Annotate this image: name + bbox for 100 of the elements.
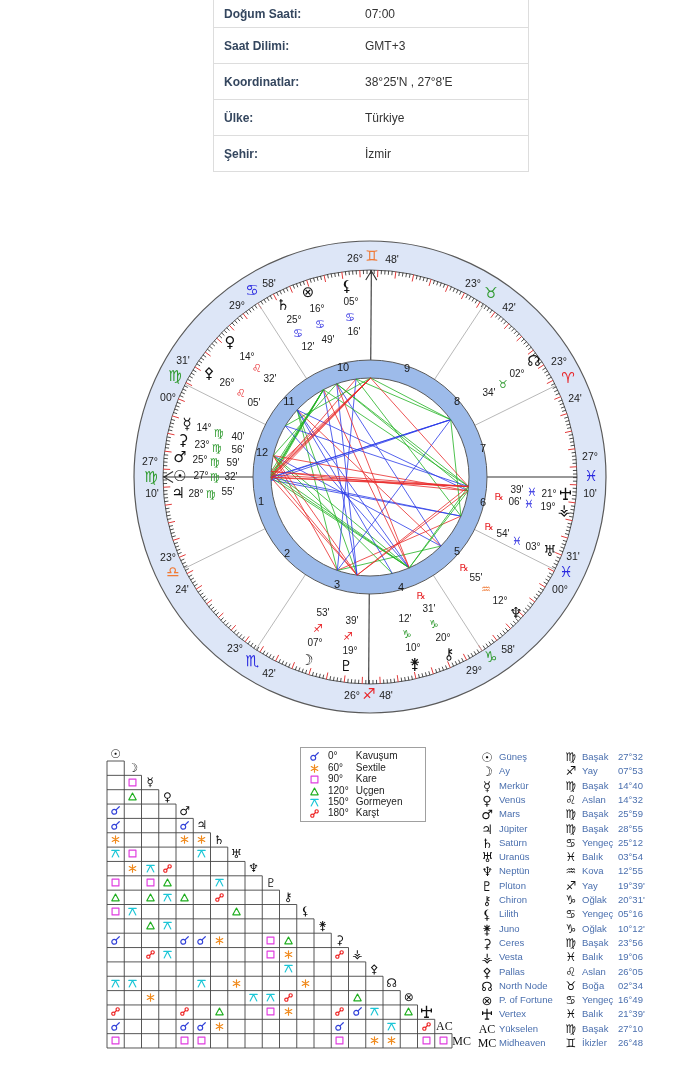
planet-symbol: ♆ [248, 862, 259, 875]
cusp-minutes: 24' [175, 583, 189, 595]
planet-symbol: ♀ [224, 334, 236, 350]
planet-symbol: ⚵ [318, 919, 327, 932]
planet-name: Plüton [499, 880, 526, 891]
planet-symbol: ⚴ [370, 962, 379, 975]
planet-symbol: ⚸ [482, 907, 492, 921]
planet-symbol: ♀ [482, 793, 492, 807]
position-value: 26°48 [618, 1038, 643, 1048]
planet-symbol: ⊗ [301, 284, 315, 300]
planet-symbol: ⚶ [557, 502, 571, 518]
planet-degree: 26° [219, 378, 235, 388]
planet-symbol: ♂ [179, 804, 190, 817]
planet-degree: 03° [525, 542, 541, 552]
zodiac-symbol: ♌ [236, 387, 246, 399]
house-number: 9 [403, 362, 411, 374]
planet-name: Ceres [499, 938, 525, 948]
planet-minutes: 55' [221, 487, 235, 497]
cusp-minutes: 42' [262, 667, 276, 679]
planet-symbol: ☽ [300, 652, 314, 668]
position-value: 27°10 [618, 1023, 643, 1034]
zodiac-symbol: ♓ [512, 535, 522, 547]
planet-symbol: ☿ [182, 416, 192, 432]
sign-name: Başak [582, 809, 609, 819]
zodiac-symbol: ♓ [565, 851, 577, 864]
cusp-degree: 23° [227, 642, 243, 654]
planet-symbol: ♀ [163, 790, 172, 803]
zodiac-symbol: ♍ [144, 469, 158, 485]
position-value: 07°53 [618, 766, 643, 777]
planet-symbol: ♃ [481, 822, 493, 835]
zodiac-symbol: ♐ [362, 686, 376, 702]
planet-degree: 12° [492, 596, 508, 606]
planet-degree: 19° [540, 502, 556, 512]
zodiac-symbol: ♓ [527, 486, 537, 498]
planet-symbol: ⚳ [482, 936, 492, 950]
planet-symbol: ♅ [231, 847, 242, 860]
planet-name: Vesta [499, 952, 523, 962]
zodiac-symbol: ♋ [565, 908, 577, 921]
field-value: 38°25'N , 27°8'E [365, 76, 453, 88]
sign-name: Oğlak [582, 895, 607, 905]
planet-name: Ay [499, 766, 510, 777]
planet-minutes: 32' [263, 374, 277, 384]
field-label: Şehir: [224, 148, 258, 160]
sign-name: Balık [582, 852, 604, 862]
legend-text: 0° Kavuşum [328, 751, 398, 761]
zodiac-symbol: ♋ [293, 327, 303, 339]
sign-name: Oğlak [582, 923, 607, 934]
sign-name: Balık [582, 1009, 604, 1020]
planet-symbol: ♃ [196, 819, 208, 832]
house-number: 10 [336, 361, 350, 373]
cusp-minutes: 48' [385, 253, 399, 265]
sign-name: Başak [582, 938, 609, 948]
position-value: 14°32 [618, 795, 643, 805]
angle-abbreviation: AC [478, 1022, 496, 1035]
retrograde-mark: ℞ [484, 522, 494, 532]
sign-name: Başak [582, 752, 609, 762]
zodiac-symbol: ♊ [365, 248, 379, 264]
house-number: 6 [479, 496, 487, 508]
zodiac-symbol: ♍ [565, 936, 577, 949]
cusp-degree: 23° [551, 355, 567, 367]
planet-symbol: ⊗ [403, 991, 414, 1004]
zodiac-symbol: ♍ [206, 488, 216, 500]
planet-minutes: 16' [347, 327, 361, 337]
zodiac-symbol: ♍ [565, 808, 577, 821]
planet-symbol: ♇ [339, 658, 353, 674]
cusp-minutes: 24' [568, 392, 582, 404]
planet-degree: 20° [435, 633, 451, 643]
sign-name: Başak [582, 780, 609, 791]
planet-symbol: ☊ [386, 977, 397, 990]
planet-symbol: ♃ [171, 485, 185, 501]
planet-name: Yükselen [499, 1023, 539, 1034]
cusp-minutes: 31' [176, 354, 190, 366]
planet-name: Uranüs [499, 852, 530, 862]
planet-symbol: ⊗ [481, 993, 493, 1007]
planet-name: Venüs [499, 795, 526, 805]
planet-symbol: ⚴ [203, 365, 215, 381]
field-value: Türkiye [365, 112, 405, 124]
retrograde-mark: ℞ [459, 563, 469, 573]
planet-name: Merkür [499, 780, 529, 791]
field-value: GMT+3 [365, 40, 406, 52]
zodiac-symbol: ♉ [484, 285, 498, 301]
planet-symbol: ♂ [481, 807, 493, 821]
planet-symbol: ☉ [173, 468, 187, 484]
planet-name: P. of Fortune [499, 995, 553, 1005]
planet-symbol: ⚴ [482, 965, 492, 978]
legend-text: 180° Karşt [328, 808, 380, 818]
planet-minutes: 32' [224, 472, 238, 482]
zodiac-symbol: ♊ [565, 1037, 577, 1049]
cusp-degree: 23° [465, 277, 481, 289]
zodiac-symbol: ♑ [565, 894, 577, 906]
zodiac-symbol: ♏ [245, 653, 259, 669]
zodiac-symbol: ♉ [498, 378, 508, 390]
planet-degree: 14° [196, 423, 212, 433]
zodiac-symbol: ♒ [481, 583, 491, 595]
zodiac-symbol: ♍ [168, 368, 182, 384]
zodiac-symbol: ♓ [565, 951, 577, 964]
zodiac-symbol: ♍ [214, 427, 224, 439]
planet-degree: 19° [342, 646, 358, 656]
planet-symbol: ♄ [481, 836, 493, 850]
zodiac-symbol: ♑ [565, 922, 577, 935]
